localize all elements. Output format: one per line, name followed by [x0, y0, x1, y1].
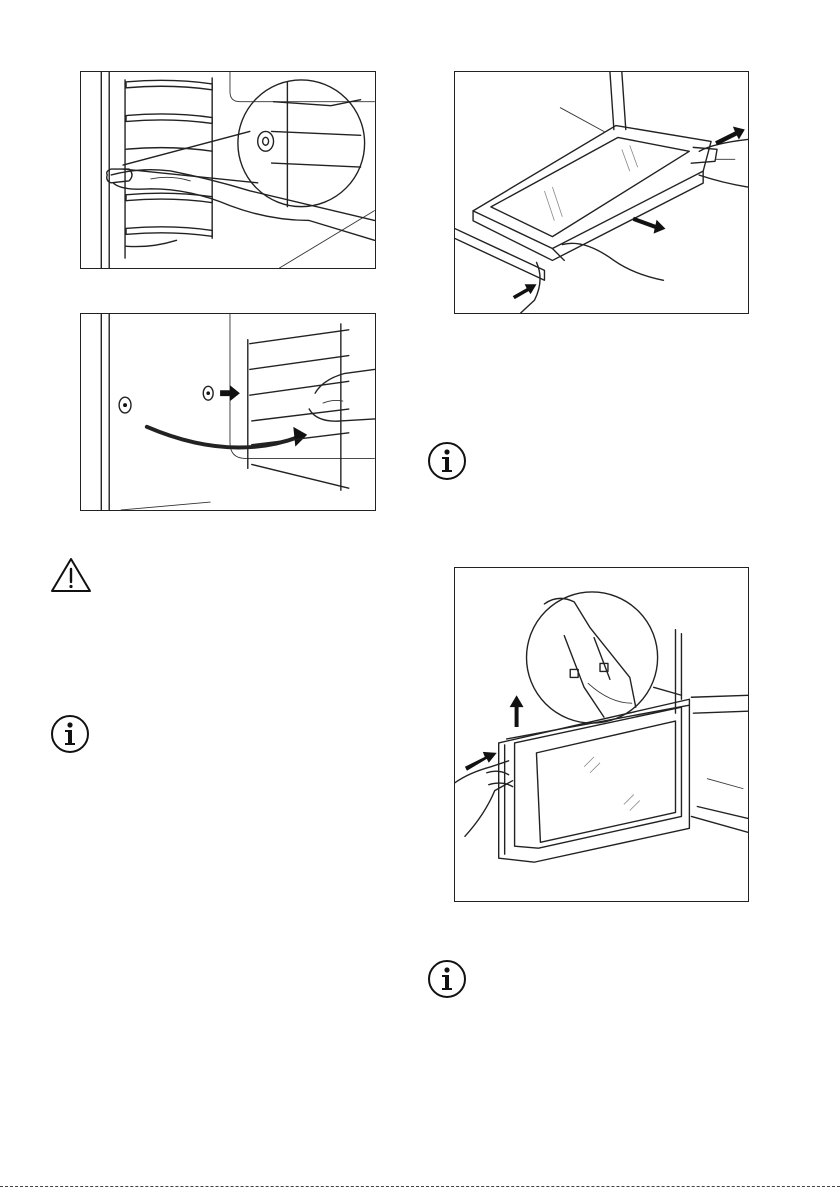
insert-arrow — [220, 385, 240, 401]
figure-glass-panel-remove — [454, 71, 749, 314]
figure-door-trim-remove — [454, 567, 749, 902]
lift-arrow — [510, 695, 524, 727]
door-trim-removal-illustration — [455, 568, 748, 901]
magnifier-callout — [527, 592, 682, 723]
swing-arrow — [293, 427, 307, 447]
press-arrow-left — [513, 284, 537, 299]
shelf-support-removal-illustration — [81, 72, 375, 268]
information-circle-icon — [427, 441, 467, 481]
information-circle-icon — [427, 959, 467, 999]
information-circle-icon — [50, 714, 90, 754]
figure-shelf-support-remove — [80, 71, 376, 269]
shelf-runners — [125, 78, 212, 258]
warning-triangle-icon — [50, 557, 92, 593]
figure-shelf-support-install — [80, 313, 376, 511]
magnifier-callout — [123, 80, 365, 207]
page-bottom-cut-line — [0, 1186, 840, 1187]
hand — [107, 169, 375, 240]
door-glass-panel-removal-illustration — [455, 72, 748, 313]
shelf-support-installation-illustration — [81, 314, 375, 510]
push-arrow — [465, 752, 497, 771]
pull-arrow — [633, 217, 666, 234]
